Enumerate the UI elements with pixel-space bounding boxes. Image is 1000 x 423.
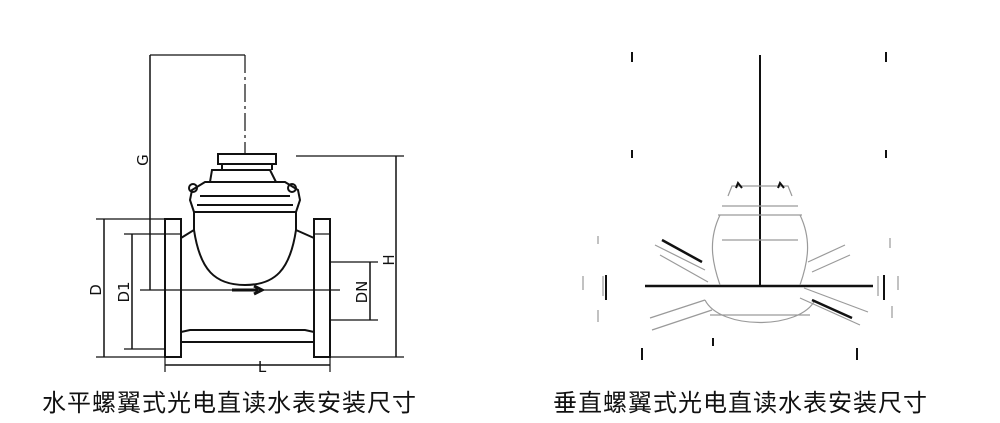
right-flange — [313, 218, 331, 358]
left-flange — [164, 218, 182, 358]
dim-label-d1: D1 — [115, 281, 133, 302]
dim-label-g: G — [134, 154, 152, 166]
slanted-pipe-accent-upper — [661, 238, 703, 264]
left-flange-hint — [582, 236, 604, 322]
slanted-pipe-accent-lower — [811, 298, 853, 320]
dim-label-d: D — [87, 284, 105, 296]
dim-label-l: L — [258, 358, 267, 376]
left-screw — [188, 183, 198, 193]
outlet-pipe-lower — [799, 287, 869, 326]
cover-top-plate — [217, 153, 277, 165]
outlet-pipe-upper — [807, 244, 851, 273]
inlet-pipe-upper — [654, 244, 709, 283]
dim-label-h: H — [380, 254, 398, 265]
horizontal-meter-caption: 水平螺翼式光电直读水表安装尺寸 — [42, 389, 417, 417]
right-screw — [287, 183, 297, 193]
vertical-meter-knobs — [735, 181, 785, 189]
vertical-body — [711, 214, 809, 286]
vertical-meter-caption: 垂直螺翼式光电直读水表安装尺寸 — [553, 389, 928, 417]
vertical-meter-drawing — [582, 52, 899, 360]
horizontal-dimension-lines — [96, 54, 404, 372]
flow-arrow — [232, 284, 266, 296]
register-housing — [188, 181, 302, 213]
vertical-lower-body — [704, 299, 816, 323]
horizontal-meter-drawing — [164, 153, 331, 358]
meter-bowl — [180, 211, 315, 287]
inlet-pipe-lower — [649, 299, 713, 331]
register-band — [197, 195, 293, 206]
right-flange-hint — [877, 238, 899, 318]
register-cover — [209, 169, 277, 183]
dim-label-dn: DN — [353, 281, 371, 304]
vertical-register — [718, 185, 802, 216]
pipe-body-lower — [180, 329, 315, 343]
cover-neck — [221, 164, 273, 170]
